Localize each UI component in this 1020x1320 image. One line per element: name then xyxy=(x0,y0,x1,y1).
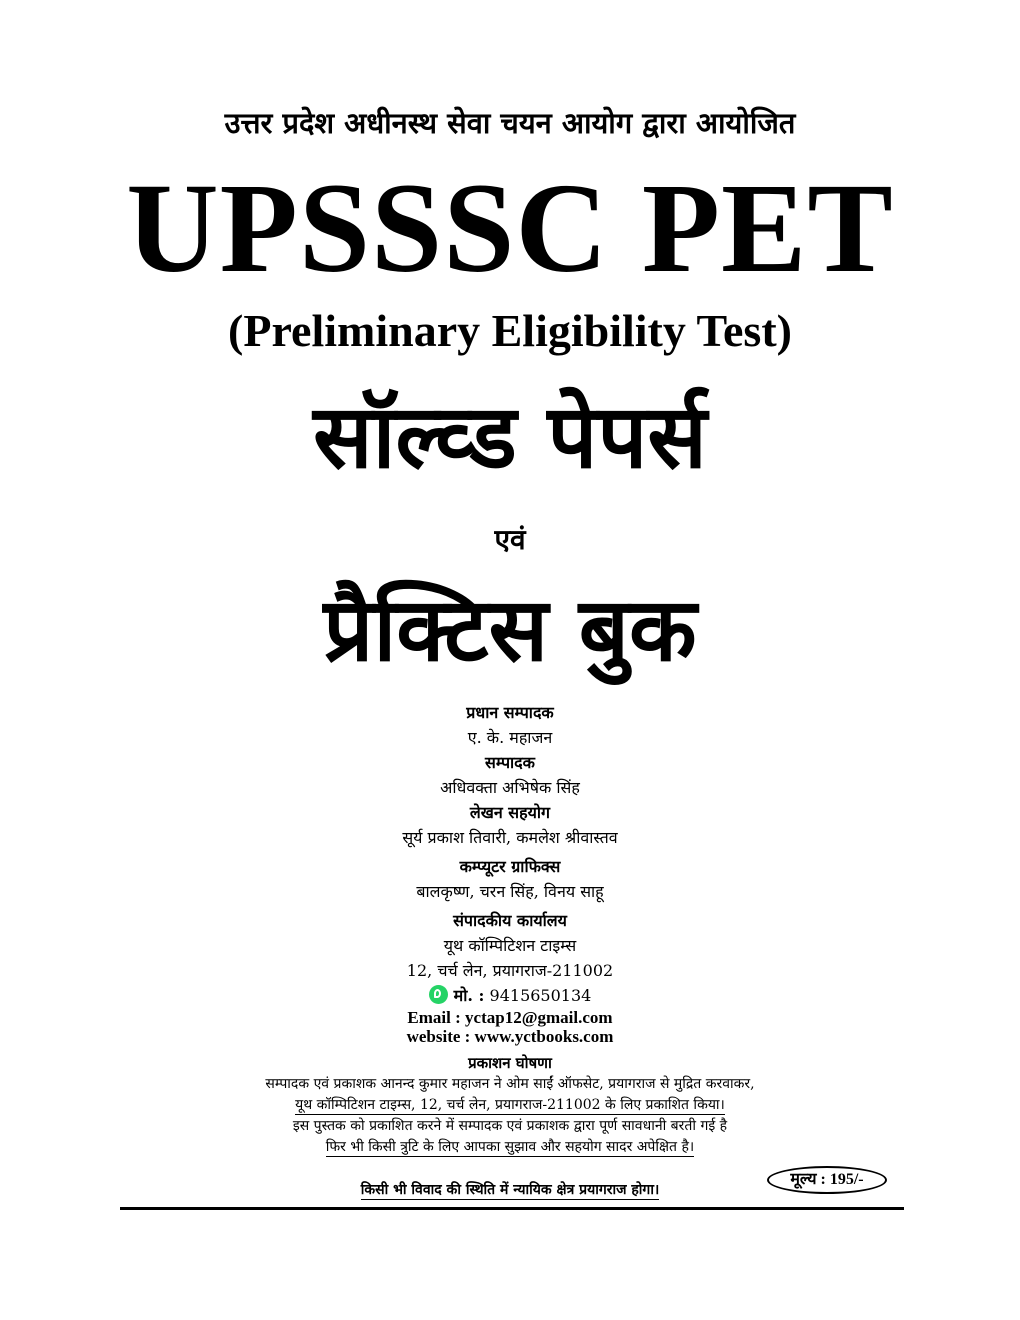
chief-editor-name: ए. के. महाजन xyxy=(467,728,553,747)
english-subtitle: (Preliminary Eligibility Test) xyxy=(228,305,792,356)
office-address: 12, चर्च लेन, प्रयागराज-211002 xyxy=(406,961,614,980)
publication-line-3: इस पुस्तक को प्रकाशित करने में सम्पादक ए… xyxy=(292,1118,728,1134)
mobile-row: मो. : 9415650134 xyxy=(0,983,1020,1008)
jurisdiction-note: किसी भी विवाद की स्थिति में न्यायिक क्षे… xyxy=(0,1181,1020,1200)
chief-editor-label: प्रधान सम्पादक xyxy=(466,703,554,722)
whatsapp-icon xyxy=(428,985,448,1004)
jurisdiction-text: किसी भी विवाद की स्थिति में न्यायिक क्षे… xyxy=(360,1182,660,1200)
publication-line-2: यूथ कॉम्पिटिशन टाइम्स, 12, चर्च लेन, प्र… xyxy=(295,1097,725,1115)
mobile-label: मो. : xyxy=(453,986,485,1005)
writing-label: लेखन सहयोग xyxy=(469,803,551,822)
office-name: यूथ कॉम्पिटिशन टाइम्स xyxy=(443,936,577,955)
writing-names: सूर्य प्रकाश तिवारी, कमलेश श्रीवास्तव xyxy=(402,828,618,847)
email-line: Email : yctap12@gmail.com xyxy=(407,1008,613,1027)
practice-book-heading: प्रैक्टिस बुक xyxy=(323,578,697,681)
editor-name: अधिवक्ता अभिषेक सिंह xyxy=(440,778,580,797)
credits-block: प्रधान सम्पादक ए. के. महाजन सम्पादक अधिव… xyxy=(0,700,1020,1158)
bottom-divider xyxy=(120,1207,904,1210)
solved-papers-heading: सॉल्व्ड पेपर्स xyxy=(313,385,707,488)
publication-heading: प्रकाशन घोषणा xyxy=(468,1054,552,1072)
mobile-number: 9415650134 xyxy=(489,986,592,1005)
website-line: website : www.yctbooks.com xyxy=(406,1027,614,1046)
and-word: एवं xyxy=(494,523,526,556)
publication-line-4: फिर भी किसी त्रुटि के लिए आपका सुझाव और … xyxy=(325,1139,695,1157)
organizer-line: उत्तर प्रदेश अधीनस्थ सेवा चयन आयोग द्वार… xyxy=(224,106,796,140)
graphics-names: बालकृष्ण, चरन सिंह, विनय साहू xyxy=(416,882,604,901)
editor-label: सम्पादक xyxy=(485,753,535,772)
main-title: UPSSSC PET xyxy=(126,157,894,299)
price-badge: मूल्य : 195/- xyxy=(767,1166,887,1194)
office-label: संपादकीय कार्यालय xyxy=(453,911,567,930)
publication-line-1: सम्पादक एवं प्रकाशक आनन्द कुमार महाजन ने… xyxy=(265,1076,755,1092)
graphics-label: कम्प्यूटर ग्राफिक्स xyxy=(459,857,561,876)
